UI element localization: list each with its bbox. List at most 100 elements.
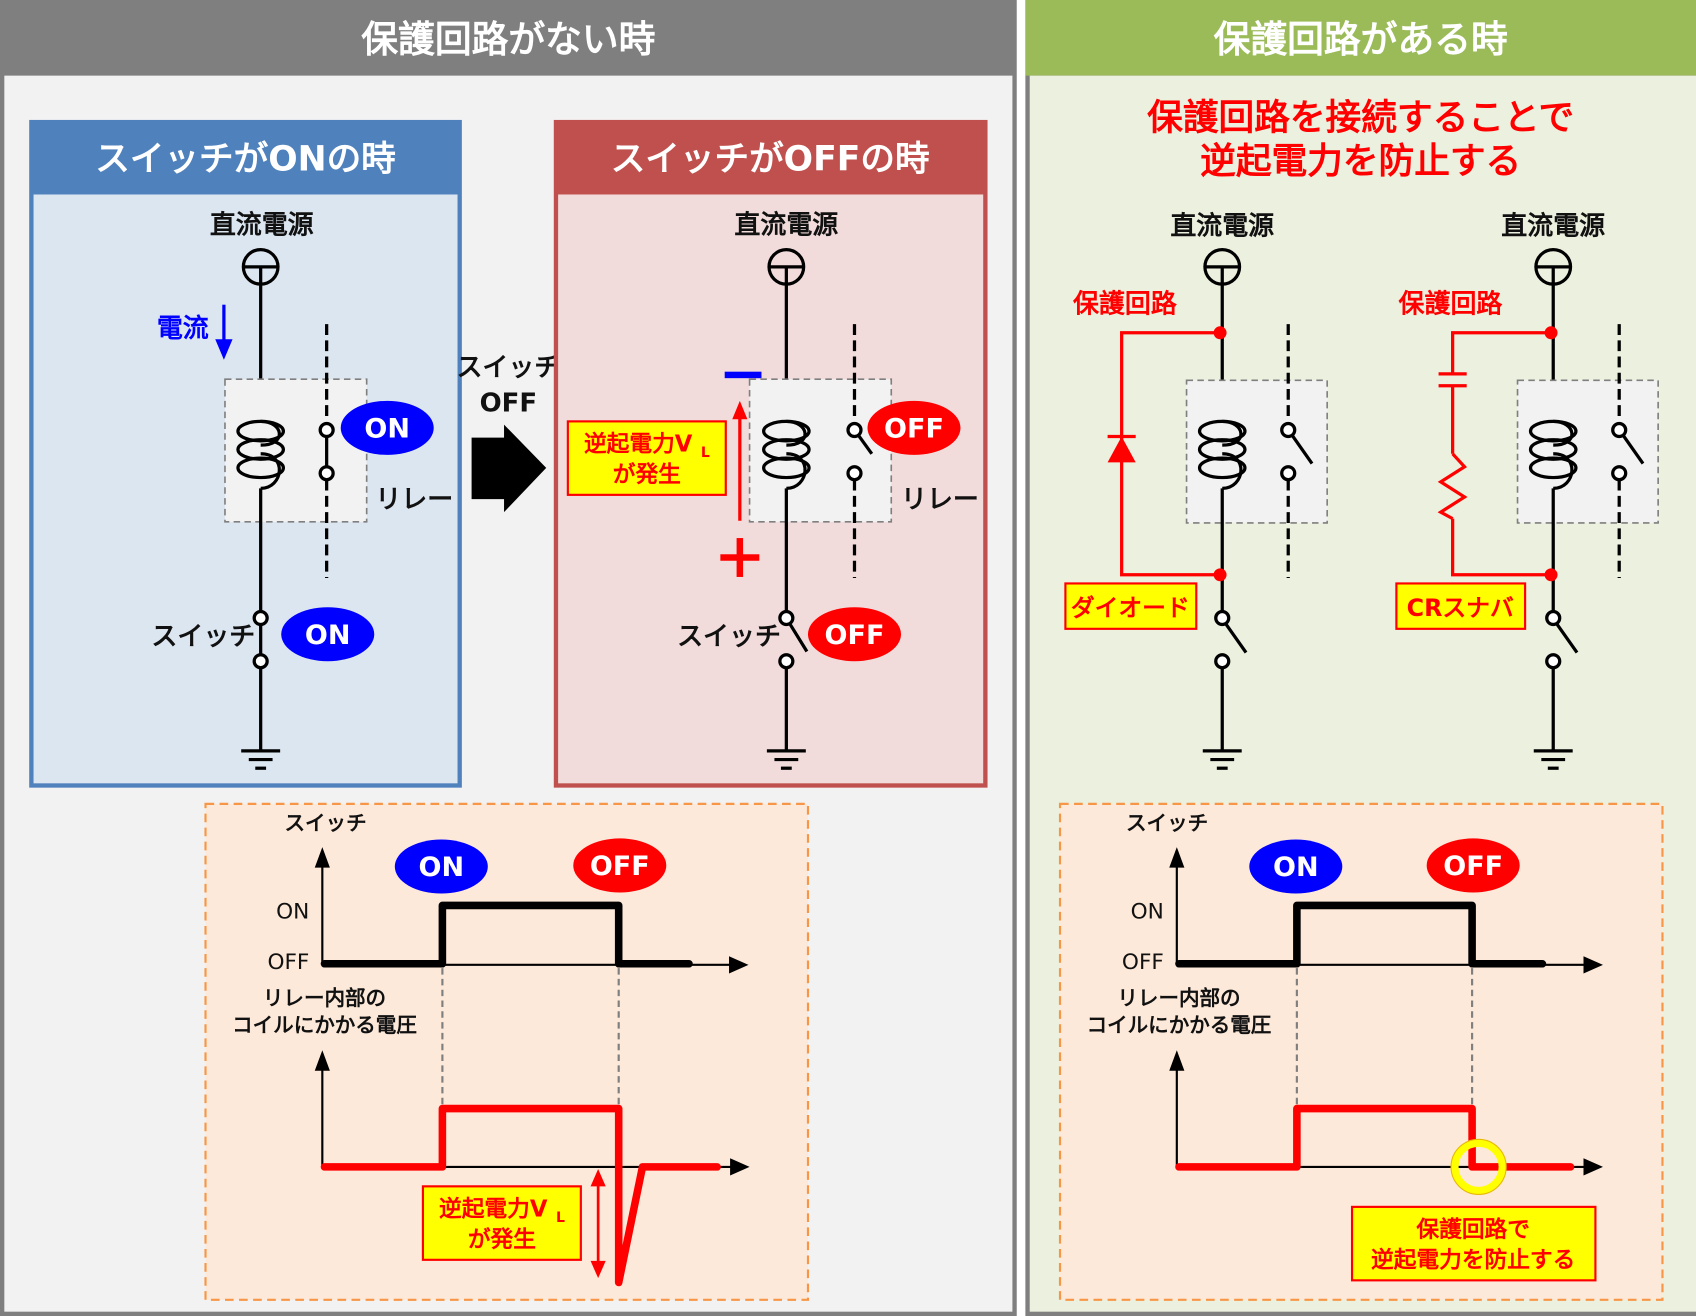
coil-voltage-line	[320, 1104, 721, 1287]
x-axis-arrow-icon	[730, 1158, 750, 1176]
transition-label-line2: OFF	[480, 389, 538, 419]
relay-contact-terminal	[846, 421, 863, 439]
svg-text:ダイオード: ダイオード	[1071, 594, 1190, 622]
diode-label-box: ダイオード	[1064, 582, 1198, 630]
coil-voltage-line	[1175, 1104, 1575, 1171]
relay-coil-icon	[762, 419, 811, 490]
relay-coil-icon	[1197, 419, 1247, 490]
relay-contact-terminal	[1611, 421, 1628, 439]
relay-contact-terminal	[1280, 465, 1297, 482]
current-arrow-icon	[215, 304, 233, 360]
dc-power-label: 直流電源	[1501, 211, 1605, 241]
switch-off-box: スイッチがOFFの時 直流電源	[553, 119, 988, 788]
svg-text:ON: ON	[305, 620, 351, 651]
y-axis-arrow-icon	[1169, 1050, 1185, 1071]
svg-text:OFF: OFF	[825, 620, 885, 651]
switch-terminal	[778, 653, 795, 670]
switch-terminal	[1214, 653, 1231, 670]
relay-box	[224, 378, 368, 523]
svg-text:ON: ON	[419, 852, 465, 883]
minus-sign-icon	[724, 371, 762, 379]
relay-contact-terminal	[1280, 421, 1297, 439]
relay-contact-terminal	[318, 465, 335, 482]
relay-box	[1185, 379, 1328, 524]
x-axis-arrow-icon	[1583, 956, 1603, 974]
ground-icon	[1202, 749, 1242, 770]
relay-state-pill: OFF	[867, 400, 961, 455]
level-on-label: ON	[276, 899, 309, 924]
voltage-arrow-icon	[732, 400, 748, 521]
switch-terminal	[1545, 609, 1562, 627]
switch-on-box-title: スイッチがONの時	[95, 140, 396, 180]
switch-state-pill: ON	[281, 607, 375, 662]
back-emf-callout: 逆起電力V L が発生	[421, 1185, 582, 1261]
x-axis-arrow-icon	[1583, 1158, 1603, 1176]
switch-axis-label: スイッチ	[1126, 811, 1208, 835]
timing-chart-no-protection: スイッチ ON OFF ON OFF リレー内部の コイルにかかる電圧	[204, 802, 810, 1301]
svg-text:ON: ON	[364, 414, 410, 445]
off-pill: OFF	[573, 838, 667, 893]
relay-box	[1516, 379, 1659, 524]
highlight-circle	[1451, 1139, 1507, 1195]
switch-terminal	[1545, 653, 1562, 670]
timing-chart-with-protection: スイッチ ON OFF ON OFF リレー内部の コイルにかかる電圧	[1058, 802, 1664, 1301]
svg-text:逆起電力を防止する: 逆起電力を防止する	[1371, 1246, 1575, 1273]
svg-text:逆起電力V: 逆起電力V	[439, 1196, 548, 1223]
level-off-label: OFF	[1122, 950, 1164, 975]
right-arrow-icon	[471, 424, 547, 513]
back-emf-callout: 逆起電力V L が発生	[566, 420, 727, 496]
right-panel: 保護回路がある時 保護回路を接続することで 逆起電力を防止する 直流電源 保護回…	[1025, 0, 1696, 1316]
cr-snubber-label-box: CRスナバ	[1395, 582, 1527, 630]
y-axis-arrow-icon	[1169, 847, 1185, 868]
level-on-label: ON	[1131, 899, 1164, 924]
switch-terminal	[778, 609, 795, 627]
relay-coil-icon	[1528, 419, 1578, 490]
prevent-callout: 保護回路で 逆起電力を防止する	[1350, 1205, 1597, 1282]
diode-icon	[1107, 434, 1136, 463]
switch-signal-line	[1175, 901, 1547, 968]
coil-axis-label-line1: リレー内部の	[1117, 986, 1240, 1010]
left-panel: 保護回路がない時 スイッチがONの時 直流電源 電流	[0, 0, 1017, 1316]
on-pill: ON	[394, 839, 488, 894]
dc-power-label: 直流電源	[210, 210, 314, 240]
svg-text:OFF: OFF	[590, 851, 650, 882]
junction-dot	[1213, 326, 1227, 340]
off-pill: OFF	[1426, 838, 1520, 893]
coil-axis-label-line1: リレー内部の	[263, 986, 386, 1010]
level-off-label: OFF	[267, 950, 309, 975]
relay-label: リレー	[901, 485, 979, 515]
switch-label: スイッチ	[677, 622, 781, 652]
relay-contact-terminal	[1611, 465, 1628, 482]
ground-icon	[1533, 749, 1573, 770]
switch-on-box: スイッチがONの時 直流電源 電流	[29, 119, 462, 788]
protection-circuit-label: 保護回路	[1398, 288, 1504, 319]
relay-contact-terminal	[846, 465, 863, 482]
y-axis-arrow-icon	[314, 1050, 330, 1071]
plus-sign-icon	[720, 538, 760, 577]
switch-state-pill: OFF	[807, 607, 901, 662]
switch-terminal	[252, 609, 269, 627]
junction-dot	[1213, 568, 1227, 582]
coil-axis-label-line2: コイルにかかる電圧	[1087, 1013, 1272, 1037]
svg-text:逆起電力V: 逆起電力V	[584, 431, 693, 458]
cr-snubber-protection-circuit: 直流電源 保護回路	[1395, 211, 1659, 770]
svg-text:が発生: が発生	[613, 461, 681, 488]
svg-text:OFF: OFF	[1443, 851, 1503, 882]
svg-text:保護回路で: 保護回路で	[1415, 1216, 1529, 1243]
diode-protection-circuit: 直流電源 保護回路	[1064, 211, 1328, 770]
ground-icon	[766, 749, 806, 770]
spike-range-arrow-icon	[590, 1169, 606, 1279]
on-pill: ON	[1249, 839, 1343, 894]
svg-text:L: L	[556, 1210, 565, 1226]
ground-icon	[241, 749, 281, 770]
relay-state-pill: ON	[340, 400, 434, 455]
svg-text:L: L	[701, 445, 710, 461]
svg-text:ON: ON	[1273, 852, 1319, 883]
right-panel-title: 保護回路がある時	[1214, 18, 1508, 61]
x-axis-arrow-icon	[729, 956, 749, 974]
dc-power-label: 直流電源	[734, 210, 838, 240]
switch-signal-line	[320, 901, 693, 968]
relay-contact-terminal	[318, 421, 335, 439]
switch-off-box-title: スイッチがOFFの時	[611, 140, 930, 180]
